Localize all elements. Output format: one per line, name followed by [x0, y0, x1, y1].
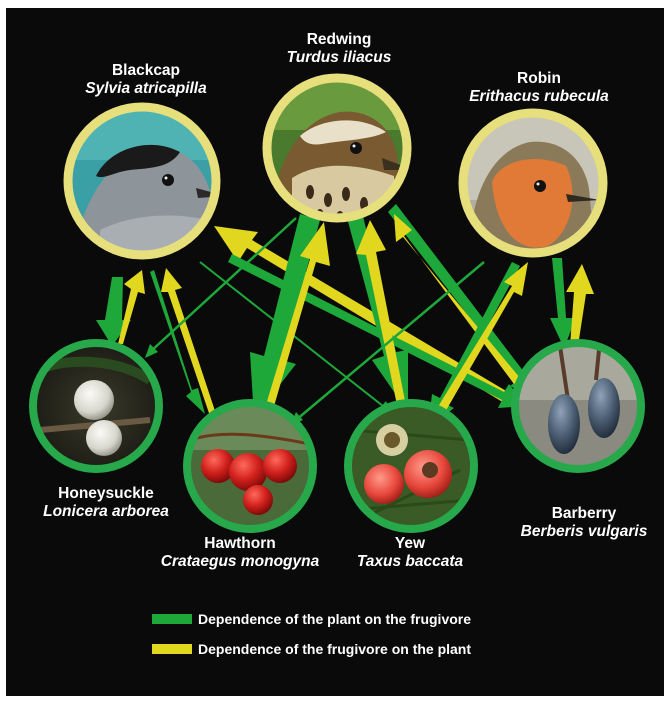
plant-common-name: Barberry [474, 505, 672, 523]
bird-label-robin: Robin Erithacus rubecula [429, 70, 649, 106]
plant-common-name: Honeysuckle [0, 485, 216, 503]
bird-common-name: Robin [429, 70, 649, 88]
plant-scientific-name: Lonicera arborea [0, 503, 216, 521]
legend-item-frugivore-dependence: Dependence of the frugivore on the plant [152, 641, 471, 657]
bird-label-blackcap: Blackcap Sylvia atricapilla [36, 62, 256, 98]
legend-label: Dependence of the frugivore on the plant [198, 641, 471, 657]
plant-node-barberry [512, 340, 647, 475]
bird-label-redwing: Redwing Turdus iliacus [229, 31, 449, 67]
legend-label: Dependence of the plant on the frugivore [198, 611, 471, 627]
bird-node-blackcap [60, 100, 230, 270]
plant-label-honeysuckle: Honeysuckle Lonicera arborea [0, 485, 216, 521]
plant-label-barberry: Barberry Berberis vulgaris [474, 505, 672, 541]
arrow-robin-on-barberry [566, 264, 594, 346]
bird-scientific-name: Sylvia atricapilla [36, 80, 256, 98]
plant-node-honeysuckle [30, 340, 165, 475]
bird-node-robin [460, 110, 610, 260]
legend-swatch-yellow [152, 644, 192, 654]
legend-item-plant-dependence: Dependence of the plant on the frugivore [152, 611, 471, 627]
plant-scientific-name: Taxus baccata [300, 553, 520, 571]
bird-common-name: Redwing [229, 31, 449, 49]
plant-node-yew [345, 400, 480, 535]
bird-scientific-name: Erithacus rubecula [429, 88, 649, 106]
legend-swatch-green [152, 614, 192, 624]
bird-scientific-name: Turdus iliacus [229, 49, 449, 67]
bird-common-name: Blackcap [36, 62, 256, 80]
plant-scientific-name: Berberis vulgaris [474, 523, 672, 541]
